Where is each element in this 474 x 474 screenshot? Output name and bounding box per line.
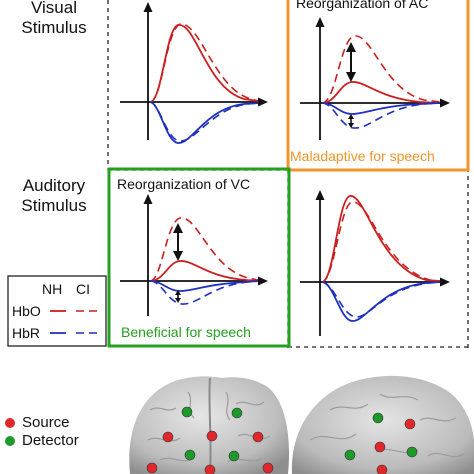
brain-back-view: [129, 376, 290, 474]
detector-dot-icon: [228, 450, 240, 462]
source-dot-icon: [376, 464, 388, 474]
source-dot-icon: [162, 431, 174, 443]
arrowhead-down: [346, 72, 356, 82]
x-arrowhead: [258, 276, 268, 286]
row-label-line: Visual: [31, 0, 77, 17]
row-label-line: Stimulus: [21, 196, 87, 215]
hbo-nh-curve: [321, 195, 441, 283]
detector-dot-icon: [344, 449, 356, 461]
beneficial-box: [107, 167, 291, 348]
detector-dot-icon: [406, 446, 418, 458]
hbo-nh-curve: [149, 24, 259, 103]
legend-col-ci: CI: [76, 281, 90, 297]
source-dot-icon: [404, 418, 416, 430]
y-arrowhead: [315, 17, 325, 27]
hbr-nh-curve: [321, 281, 441, 322]
detector-dot-icon: [372, 412, 384, 424]
maladaptive-box: [286, 0, 470, 172]
hbo-nh-curve: [321, 81, 441, 104]
hbo-ci-curve: [149, 217, 259, 282]
arrowhead-up: [175, 290, 181, 295]
visual-stimulus-label: Visual Stimulus: [8, 0, 100, 38]
arrowhead-down: [173, 251, 183, 261]
hbr-ci-curve: [149, 101, 259, 142]
hbo-ci-curve: [321, 35, 441, 104]
y-arrowhead: [315, 190, 325, 200]
top-right-note: Maladaptive for speech: [290, 148, 435, 164]
arrowhead-up: [348, 114, 354, 119]
top-right-title: Reorganization of AC: [296, 0, 429, 11]
detector-dot-icon: [181, 406, 193, 418]
hbr-nh-curve: [321, 102, 441, 115]
detector-dot-icon: [184, 449, 196, 461]
source-dot-icon: [374, 441, 386, 453]
x-arrowhead: [440, 277, 450, 287]
legend-hbr: HbR: [12, 325, 41, 341]
hbo-nh-curve: [149, 260, 259, 282]
legend-hbo: HbO: [12, 303, 41, 319]
legend-source: Source: [22, 414, 70, 431]
source-dot-icon: [252, 431, 264, 443]
hbr-ci-curve: [321, 281, 441, 318]
source-dot-icon: [204, 464, 216, 474]
arrowhead-down: [348, 123, 354, 128]
hbr-ci-curve: [149, 280, 259, 305]
hbr-ci-curve: [321, 102, 441, 129]
detector-dot-icon: [5, 436, 15, 446]
bottom-left-note: Beneficial for speech: [121, 324, 251, 340]
x-arrowhead: [440, 98, 450, 108]
arrowhead-down: [175, 298, 181, 303]
x-arrowhead: [258, 97, 268, 107]
brain-side-view: [291, 375, 474, 474]
arrowhead-up: [346, 42, 356, 52]
detector-dot-icon: [231, 407, 243, 419]
row-label-line: Auditory: [22, 176, 86, 195]
source-dot-icon: [262, 462, 274, 474]
bottom-left-title: Reorganization of VC: [117, 176, 251, 192]
auditory-stimulus-label: Auditory Stimulus: [8, 176, 100, 216]
source-dot-icon: [206, 430, 218, 442]
row-label-line: Stimulus: [21, 18, 87, 37]
hbo-ci-curve: [321, 201, 441, 283]
source-dot-icon: [146, 462, 158, 474]
source-dot-icon: [5, 418, 15, 428]
hbr-nh-curve: [149, 280, 259, 292]
y-arrowhead: [143, 194, 153, 204]
legend-col-nh: NH: [42, 281, 63, 297]
y-arrowhead: [143, 2, 153, 12]
legend-detector: Detector: [22, 432, 79, 449]
arrowhead-up: [173, 223, 183, 233]
